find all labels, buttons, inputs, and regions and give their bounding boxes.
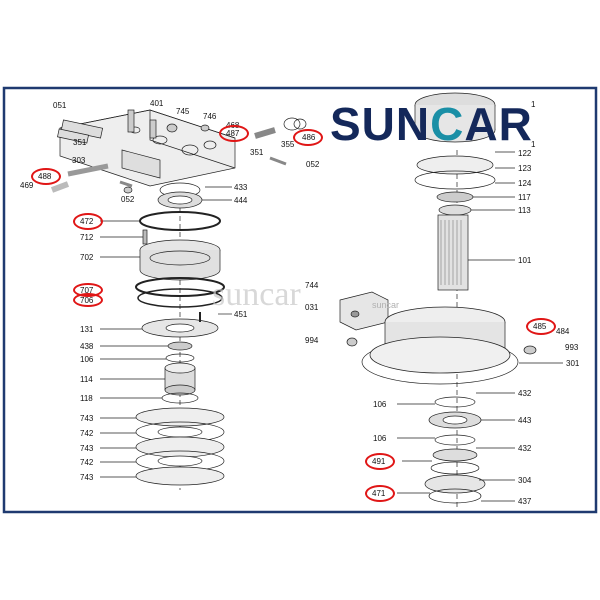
part-label-743-a: 743 xyxy=(80,414,94,423)
part-label-303: 303 xyxy=(72,156,86,165)
part-label-118: 118 xyxy=(80,394,93,403)
part-label-712: 712 xyxy=(80,233,94,242)
part-label-101: 101 xyxy=(518,256,532,265)
part-label-432-upper: 432 xyxy=(518,389,532,398)
part-label-702: 702 xyxy=(80,253,94,262)
part-label-351-upper: 351 xyxy=(73,138,87,147)
part-label-743-c: 743 xyxy=(80,473,94,482)
part-label-301: 301 xyxy=(566,359,580,368)
part-label-106-left: 106 xyxy=(80,355,94,364)
part-label-744: 744 xyxy=(305,281,319,290)
part-label-031: 031 xyxy=(305,303,319,312)
part-label-052-right: 052 xyxy=(306,160,320,169)
highlight-487 xyxy=(219,125,249,142)
part-label-122: 122 xyxy=(518,149,532,158)
highlight-472 xyxy=(73,213,103,230)
part-label-052-left: 052 xyxy=(121,195,135,204)
part-label-444: 444 xyxy=(234,196,248,205)
part-label-1-upper: 1 xyxy=(531,100,536,109)
part-label-1-lower: 1 xyxy=(531,140,536,149)
part-label-433: 433 xyxy=(234,183,248,192)
part-label-743-b: 743 xyxy=(80,444,94,453)
part-label-994: 994 xyxy=(305,336,319,345)
part-label-117: 117 xyxy=(518,193,531,202)
diagram-frame xyxy=(2,86,598,514)
part-label-993: 993 xyxy=(565,343,579,352)
part-label-051: 051 xyxy=(53,101,67,110)
part-label-114: 114 xyxy=(80,375,93,384)
part-label-437: 437 xyxy=(518,497,532,506)
part-label-106-right-lower: 106 xyxy=(373,434,387,443)
highlight-471 xyxy=(365,485,395,502)
part-label-355: 355 xyxy=(281,140,295,149)
logo-text-ar: AR xyxy=(464,98,533,150)
highlight-491 xyxy=(365,453,395,470)
highlight-488 xyxy=(31,168,61,185)
part-label-432-lower: 432 xyxy=(518,444,532,453)
part-label-123: 123 xyxy=(518,164,532,173)
watermark-text: suncar xyxy=(212,276,301,313)
part-label-131: 131 xyxy=(80,325,94,334)
highlight-486 xyxy=(293,129,323,146)
part-label-304: 304 xyxy=(518,476,532,485)
part-label-469: 469 xyxy=(20,181,34,190)
part-label-113: 113 xyxy=(518,206,531,215)
part-label-484: 484 xyxy=(556,327,570,336)
part-label-742-a: 742 xyxy=(80,429,94,438)
part-label-745: 745 xyxy=(176,107,190,116)
part-label-451: 451 xyxy=(234,310,248,319)
watermark-small-text: suncar xyxy=(372,300,400,310)
highlight-706 xyxy=(73,293,103,307)
part-label-124: 124 xyxy=(518,179,532,188)
logo-text-c: C xyxy=(430,98,465,150)
part-label-746: 746 xyxy=(203,112,217,121)
part-label-401: 401 xyxy=(150,99,164,108)
highlight-485 xyxy=(526,318,556,335)
part-label-443: 443 xyxy=(518,416,532,425)
part-label-742-b: 742 xyxy=(80,458,94,467)
part-label-106-right-upper: 106 xyxy=(373,400,387,409)
part-label-351-right: 351 xyxy=(250,148,264,157)
logo-text-sun: SUN xyxy=(330,98,431,150)
part-label-438: 438 xyxy=(80,342,94,351)
